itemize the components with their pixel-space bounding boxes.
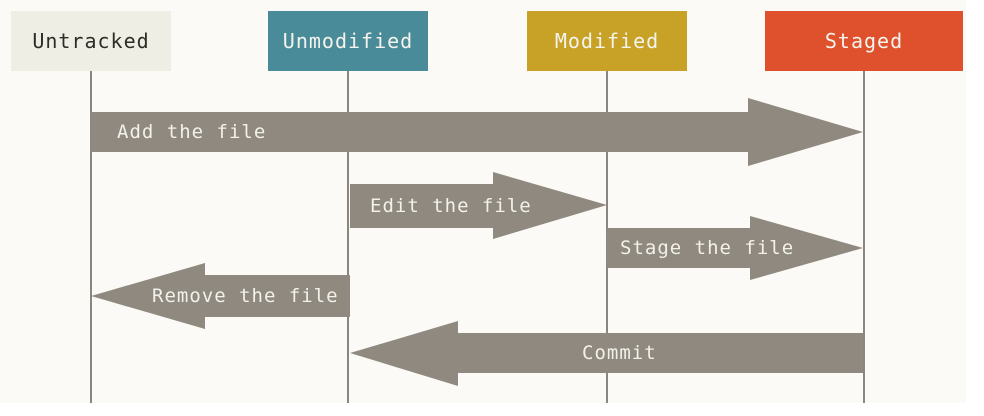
state-box-untracked: Untracked bbox=[11, 11, 171, 71]
arrow-commit bbox=[350, 321, 863, 386]
arrow-remove-the-file bbox=[91, 263, 350, 329]
lifeline-unmodified bbox=[347, 71, 349, 403]
state-label-modified: Modified bbox=[554, 29, 660, 53]
state-box-modified: Modified bbox=[527, 11, 687, 71]
state-box-staged: Staged bbox=[765, 11, 963, 71]
state-label-unmodified: Unmodified bbox=[282, 29, 414, 53]
transition-label-commit: Commit bbox=[582, 342, 657, 364]
transition-label-add-the-file: Add the file bbox=[117, 121, 267, 143]
state-box-unmodified: Unmodified bbox=[268, 11, 428, 71]
arrow-edit-the-file bbox=[350, 172, 607, 239]
arrow-add-the-file bbox=[91, 98, 863, 166]
lifeline-staged bbox=[863, 71, 865, 403]
state-label-untracked: Untracked bbox=[32, 29, 150, 53]
lifeline-untracked bbox=[90, 71, 92, 403]
transition-label-stage-the-file: Stage the file bbox=[620, 237, 795, 259]
state-label-staged: Staged bbox=[824, 29, 904, 53]
arrow-stage-the-file bbox=[607, 216, 863, 280]
transition-label-edit-the-file: Edit the file bbox=[370, 195, 532, 217]
transition-label-remove-the-file: Remove the file bbox=[152, 285, 339, 307]
